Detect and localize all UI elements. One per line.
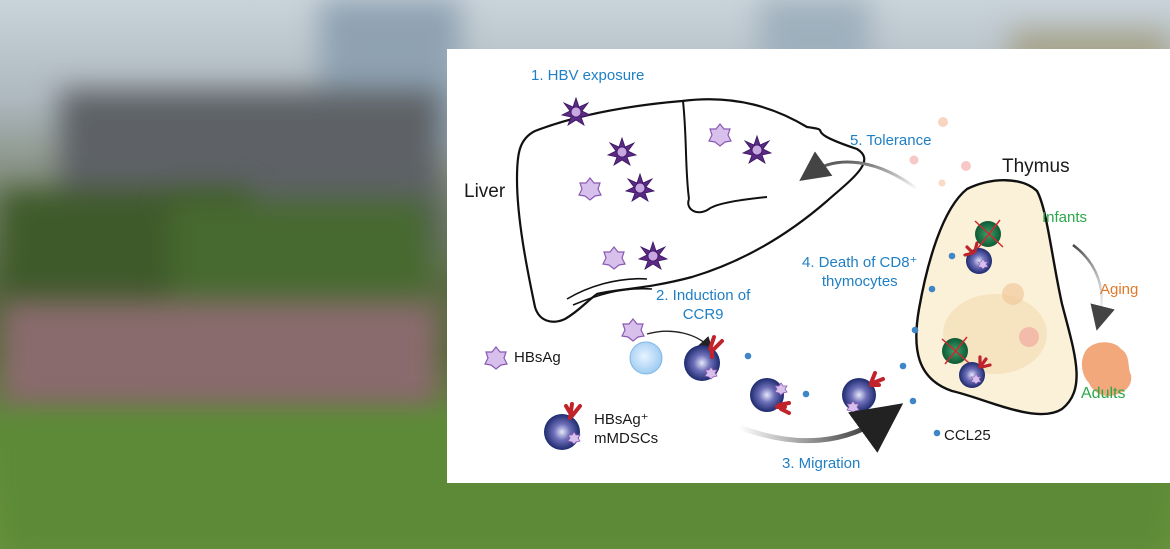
label-aging: Aging: [1100, 281, 1139, 298]
liver: [515, 98, 866, 323]
legend-hbsag-icon: [484, 346, 508, 370]
tolerance-dots: [909, 117, 971, 187]
label-thymus: Thymus: [1002, 156, 1070, 177]
precursor-cell: [629, 341, 663, 375]
legend-ccl25-icon: [933, 429, 941, 437]
label-infants: Infants: [1042, 209, 1088, 226]
label-migration: 3. Migration: [782, 455, 861, 472]
adult-thymus-icon: [1081, 342, 1132, 397]
aging-arrow: [1072, 244, 1115, 331]
hbv-virus-particles: [560, 96, 773, 270]
legend-mmdsc-label: HBsAg⁺ mMDSCs: [594, 411, 659, 447]
thymus: [915, 179, 1078, 416]
figure-panel: 1. HBV exposure Liver 5. Tolerance Thymu…: [447, 49, 1170, 483]
legend-mmdsc-icon: [544, 402, 582, 450]
hbsag-particles: [484, 123, 732, 370]
label-hbv-exposure: 1. HBV exposure: [531, 67, 645, 84]
tolerance-arrow: [799, 151, 918, 191]
label-tolerance: 5. Tolerance: [850, 132, 932, 149]
label-induction-of-ccr9: 2. Induction of CCR9: [656, 287, 751, 323]
legend-ccl25-label: CCL25: [944, 427, 991, 444]
induction-arrow: [646, 330, 713, 352]
label-liver: Liver: [464, 181, 506, 202]
migration-arrow: [738, 403, 904, 453]
legend-hbsag-label: HBsAg: [514, 349, 561, 366]
label-adults: Adults: [1081, 385, 1126, 402]
diagram-graphics: [484, 96, 1132, 453]
label-death-of-cd8-thymocytes: 4. Death of CD8⁺ thymocytes: [802, 254, 918, 290]
ccl25-dots: [744, 252, 956, 437]
